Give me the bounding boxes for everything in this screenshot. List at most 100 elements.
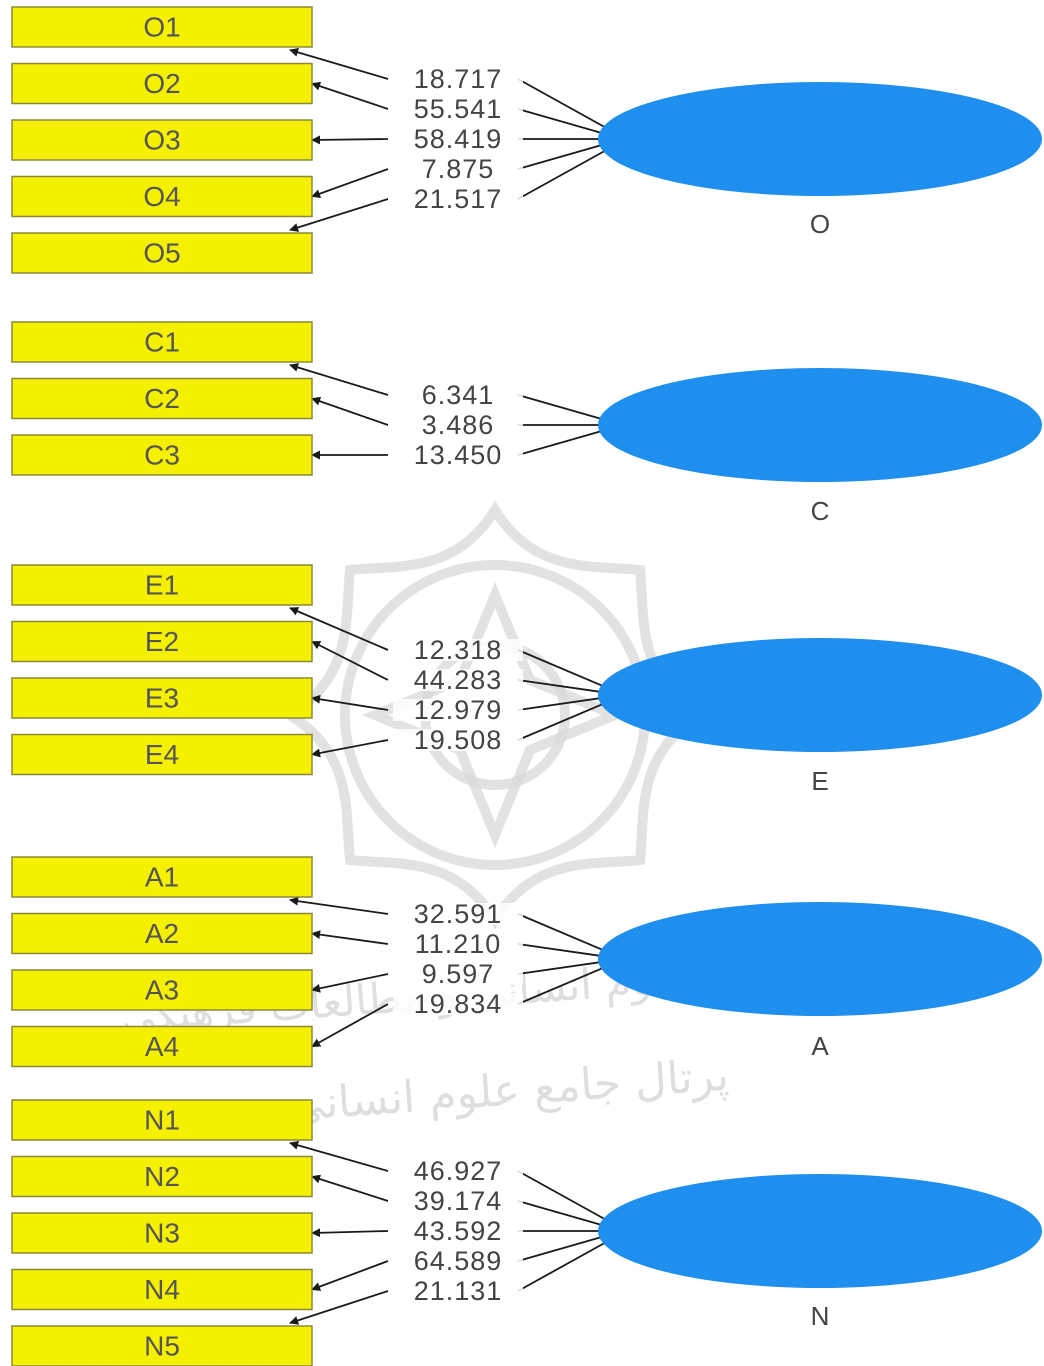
indicator-label-c1: C1 <box>144 327 180 358</box>
weight-label-bg <box>393 158 523 180</box>
indicator-box-e4 <box>11 733 313 776</box>
indicator-box-n4 <box>11 1268 313 1311</box>
weight-label-bg <box>393 903 523 925</box>
latent-ellipse-o <box>598 82 1042 196</box>
weight-label-bg <box>393 188 523 210</box>
weight-label-bg <box>393 1250 523 1272</box>
weight-o1: 18.717 <box>414 64 503 94</box>
path-line-a4 <box>517 966 606 1005</box>
indicator-label-o5: O5 <box>143 238 180 269</box>
path-line-e4 <box>517 702 606 741</box>
arrow-to-o5 <box>289 198 389 232</box>
indicator-label-e4: E4 <box>145 739 179 770</box>
indicator-box-e2 <box>11 620 313 663</box>
indicator-label-n5: N5 <box>144 1331 180 1362</box>
indicator-label-o2: O2 <box>143 68 180 99</box>
arrow-to-n4 <box>311 1260 389 1291</box>
indicator-label-n2: N2 <box>144 1161 180 1192</box>
weight-label-bg <box>393 639 523 661</box>
indicator-label-o3: O3 <box>143 125 180 156</box>
weight-label-bg <box>393 1190 523 1212</box>
arrow-to-n3 <box>311 1228 389 1238</box>
path-line-e3 <box>517 696 603 711</box>
weight-label-bg <box>393 414 523 436</box>
arrow-to-n2 <box>311 1174 389 1202</box>
weight-a1: 32.591 <box>414 899 503 929</box>
arrow-to-c1 <box>289 363 389 396</box>
arrow-to-o1 <box>289 47 389 80</box>
indicator-label-a1: A1 <box>145 862 179 893</box>
indicator-box-c3 <box>11 434 313 476</box>
path-line-n4 <box>517 1235 604 1262</box>
indicator-box-o1 <box>11 6 313 48</box>
latent-ellipse-c <box>598 368 1042 482</box>
indicator-box-n3 <box>11 1212 313 1254</box>
arrow-to-e2 <box>311 640 389 681</box>
weight-n2: 39.174 <box>414 1186 503 1216</box>
weight-a3: 9.597 <box>422 959 495 989</box>
latent-label-n: N <box>811 1301 830 1331</box>
arrow-to-a2 <box>311 930 389 945</box>
indicator-box-e3 <box>11 677 313 719</box>
weight-o4: 7.875 <box>422 154 495 184</box>
indicator-label-n4: N4 <box>144 1274 180 1305</box>
weight-o3: 58.419 <box>414 124 503 154</box>
weight-label-bg <box>393 963 523 985</box>
indicator-label-c2: C2 <box>144 383 180 414</box>
path-line-o2 <box>517 108 604 135</box>
latent-label-o: O <box>810 209 830 239</box>
weight-e2: 44.283 <box>414 665 503 695</box>
indicator-box-o3 <box>11 119 313 161</box>
path-line-c3 <box>517 429 604 456</box>
weight-label-bg <box>393 384 523 406</box>
path-line-a1 <box>517 913 606 952</box>
indicator-label-c3: C3 <box>144 440 180 471</box>
arrow-to-n5 <box>289 1290 389 1325</box>
indicator-box-a2 <box>11 912 313 955</box>
arrow-to-c2 <box>311 396 389 426</box>
indicator-box-o2 <box>11 62 313 105</box>
arrow-to-e4 <box>311 739 389 758</box>
path-line-a2 <box>517 943 603 958</box>
weight-label-bg <box>393 68 523 90</box>
weight-label-bg <box>393 128 523 150</box>
indicator-box-c2 <box>11 377 313 420</box>
weight-a2: 11.210 <box>415 929 502 959</box>
latent-ellipse-n <box>598 1174 1042 1288</box>
weight-e1: 12.318 <box>414 635 503 665</box>
weight-label-bg <box>393 98 523 120</box>
latent-label-c: C <box>811 496 830 526</box>
arrow-to-n1 <box>289 1140 389 1172</box>
latent-ellipse-a <box>598 902 1042 1016</box>
weight-label-bg <box>393 729 523 751</box>
path-line-o1 <box>517 78 608 129</box>
weight-e4: 19.508 <box>414 725 503 755</box>
path-line-o5 <box>517 149 608 200</box>
arrow-to-o2 <box>311 81 389 110</box>
arrow-to-a4 <box>311 1003 389 1048</box>
indicator-box-o5 <box>11 232 313 274</box>
weight-n5: 21.131 <box>414 1276 503 1306</box>
indicator-label-e1: E1 <box>145 570 179 601</box>
indicator-label-o1: O1 <box>143 12 180 43</box>
indicator-label-a4: A4 <box>145 1031 179 1062</box>
weight-c2: 3.486 <box>422 410 495 440</box>
arrow-to-e1 <box>289 607 389 651</box>
indicator-box-a3 <box>11 969 313 1011</box>
indicator-box-e1 <box>11 564 313 606</box>
indicator-box-c1 <box>11 321 313 363</box>
weight-a4: 19.834 <box>414 989 503 1019</box>
path-line-n1 <box>517 1170 608 1221</box>
latent-label-a: A <box>811 1031 829 1061</box>
indicator-box-n5 <box>11 1325 313 1366</box>
indicator-label-e2: E2 <box>145 626 179 657</box>
path-line-a3 <box>517 960 603 975</box>
indicator-label-n1: N1 <box>144 1105 180 1136</box>
indicator-label-e3: E3 <box>145 683 179 714</box>
